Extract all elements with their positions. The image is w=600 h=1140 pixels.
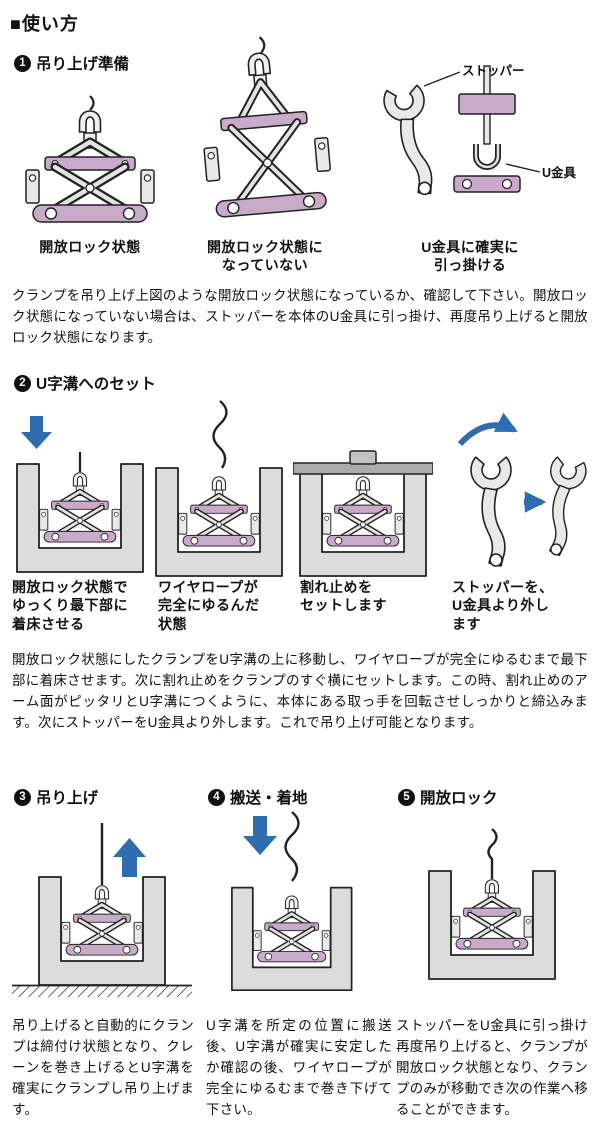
page-title: ■使い方 [10, 14, 79, 34]
stopper-label: ストッパー [462, 64, 525, 78]
u-fitting-group [453, 65, 521, 193]
step4-number: 4 [208, 788, 225, 806]
spreader-handle [349, 450, 377, 465]
figure-slack-rope [152, 398, 287, 578]
figure5-caption: ワイヤロープが 完全にゆるんだ 状態 [158, 579, 260, 632]
stopper-tool [470, 456, 512, 567]
up-arrow-icon [113, 838, 146, 877]
wire-rope [212, 400, 228, 469]
figure-open-lock-state [15, 92, 165, 232]
down-arrow-icon [21, 416, 52, 449]
section5-heading-text: 開放ロック [420, 790, 498, 807]
section1-body: クランプを吊り上げ上図のような開放ロック状態になっているか、確認して下さい。開放… [12, 288, 588, 345]
transport-landing-illustration [208, 811, 388, 1012]
stopper-and-u-fitting-illustration [381, 65, 541, 200]
section3-heading-text: 吊り上げ [36, 790, 99, 807]
set-in-groove-illustration [10, 416, 150, 577]
figure-open-lock-release [402, 826, 582, 984]
wire-rope [487, 828, 498, 879]
section5-heading: 5 開放ロック [398, 786, 498, 808]
stopper-leader-line [423, 71, 461, 87]
figure1-caption: 開放ロック状態 [39, 239, 141, 255]
remove-stopper-illustration [457, 412, 589, 567]
step5-number: 5 [398, 788, 415, 806]
lifting-illustration [12, 823, 192, 997]
figure4-caption: 開放ロック状態で ゆっくり最下部に 着床させる [12, 579, 128, 632]
section1-heading-text: 吊り上げ準備 [36, 56, 130, 73]
figure3-caption: U金具に確実に 引っ掛ける [421, 239, 519, 274]
figure-transport-landing [208, 810, 388, 1012]
figure-set-in-groove [10, 412, 150, 577]
wire-rope [258, 36, 266, 54]
figure-not-locked-state [190, 34, 340, 234]
stopper-tool [381, 83, 442, 200]
figure2-caption: 開放ロック状態に なっていない [207, 239, 323, 274]
step3-number: 3 [14, 788, 31, 806]
figure-remove-stopper [448, 410, 593, 578]
figure-spreader-set [293, 436, 433, 578]
figure-hook-stopper: ストッパー U金具 [372, 58, 588, 234]
figure-lifting [12, 815, 192, 1010]
rotate-arrow-icon [457, 412, 518, 447]
section2-heading: 2 U字溝へのセット [14, 372, 156, 394]
section4-heading-text: 搬送・着地 [230, 790, 308, 807]
section4-body: U字溝を所定の位置に搬送後、U字溝が確実に安定したか確認の後、ワイヤロープが完全… [206, 1018, 392, 1117]
wire-rope [284, 811, 300, 882]
clamp-not-locked-illustration [190, 36, 340, 234]
section3-body: 吊り上げると自動的にクランプは締付け状態となり、クレーンを巻き上げるとU字溝を確… [12, 1018, 194, 1117]
u-fitting-leader-line [505, 163, 541, 173]
section2-body: 開放ロック状態にしたクランプをU字溝の上に移動し、ワイヤロープが完全にゆるむまで… [12, 652, 588, 730]
spreader-set-illustration [293, 450, 433, 578]
down-arrow-icon [243, 816, 277, 855]
slack-rope-illustration [152, 400, 287, 578]
section5-body: ストッパーをU金具に引っ掛け再度吊り上げると、クランプが開放ロック状態となり、ク… [396, 1018, 588, 1117]
step1-number: 1 [14, 54, 31, 72]
open-lock-release-illustration [402, 828, 582, 984]
ground-hatch [12, 986, 192, 997]
figure7-caption: ストッパーを、 U金具より外し ます [452, 579, 554, 632]
step2-number: 2 [14, 374, 31, 392]
section2-heading-text: U字溝へのセット [36, 376, 156, 393]
wire-rope [89, 95, 95, 111]
section3-heading: 3 吊り上げ [14, 786, 98, 808]
u-fitting-label: U金具 [542, 166, 577, 180]
stopper-tool-removed [532, 455, 589, 558]
figure6-caption: 割れ止めを セットします [300, 579, 387, 614]
section4-heading: 4 搬送・着地 [208, 786, 308, 808]
clamp-open-lock-illustration [15, 95, 165, 232]
section1-heading: 1 吊り上げ準備 [14, 52, 129, 74]
